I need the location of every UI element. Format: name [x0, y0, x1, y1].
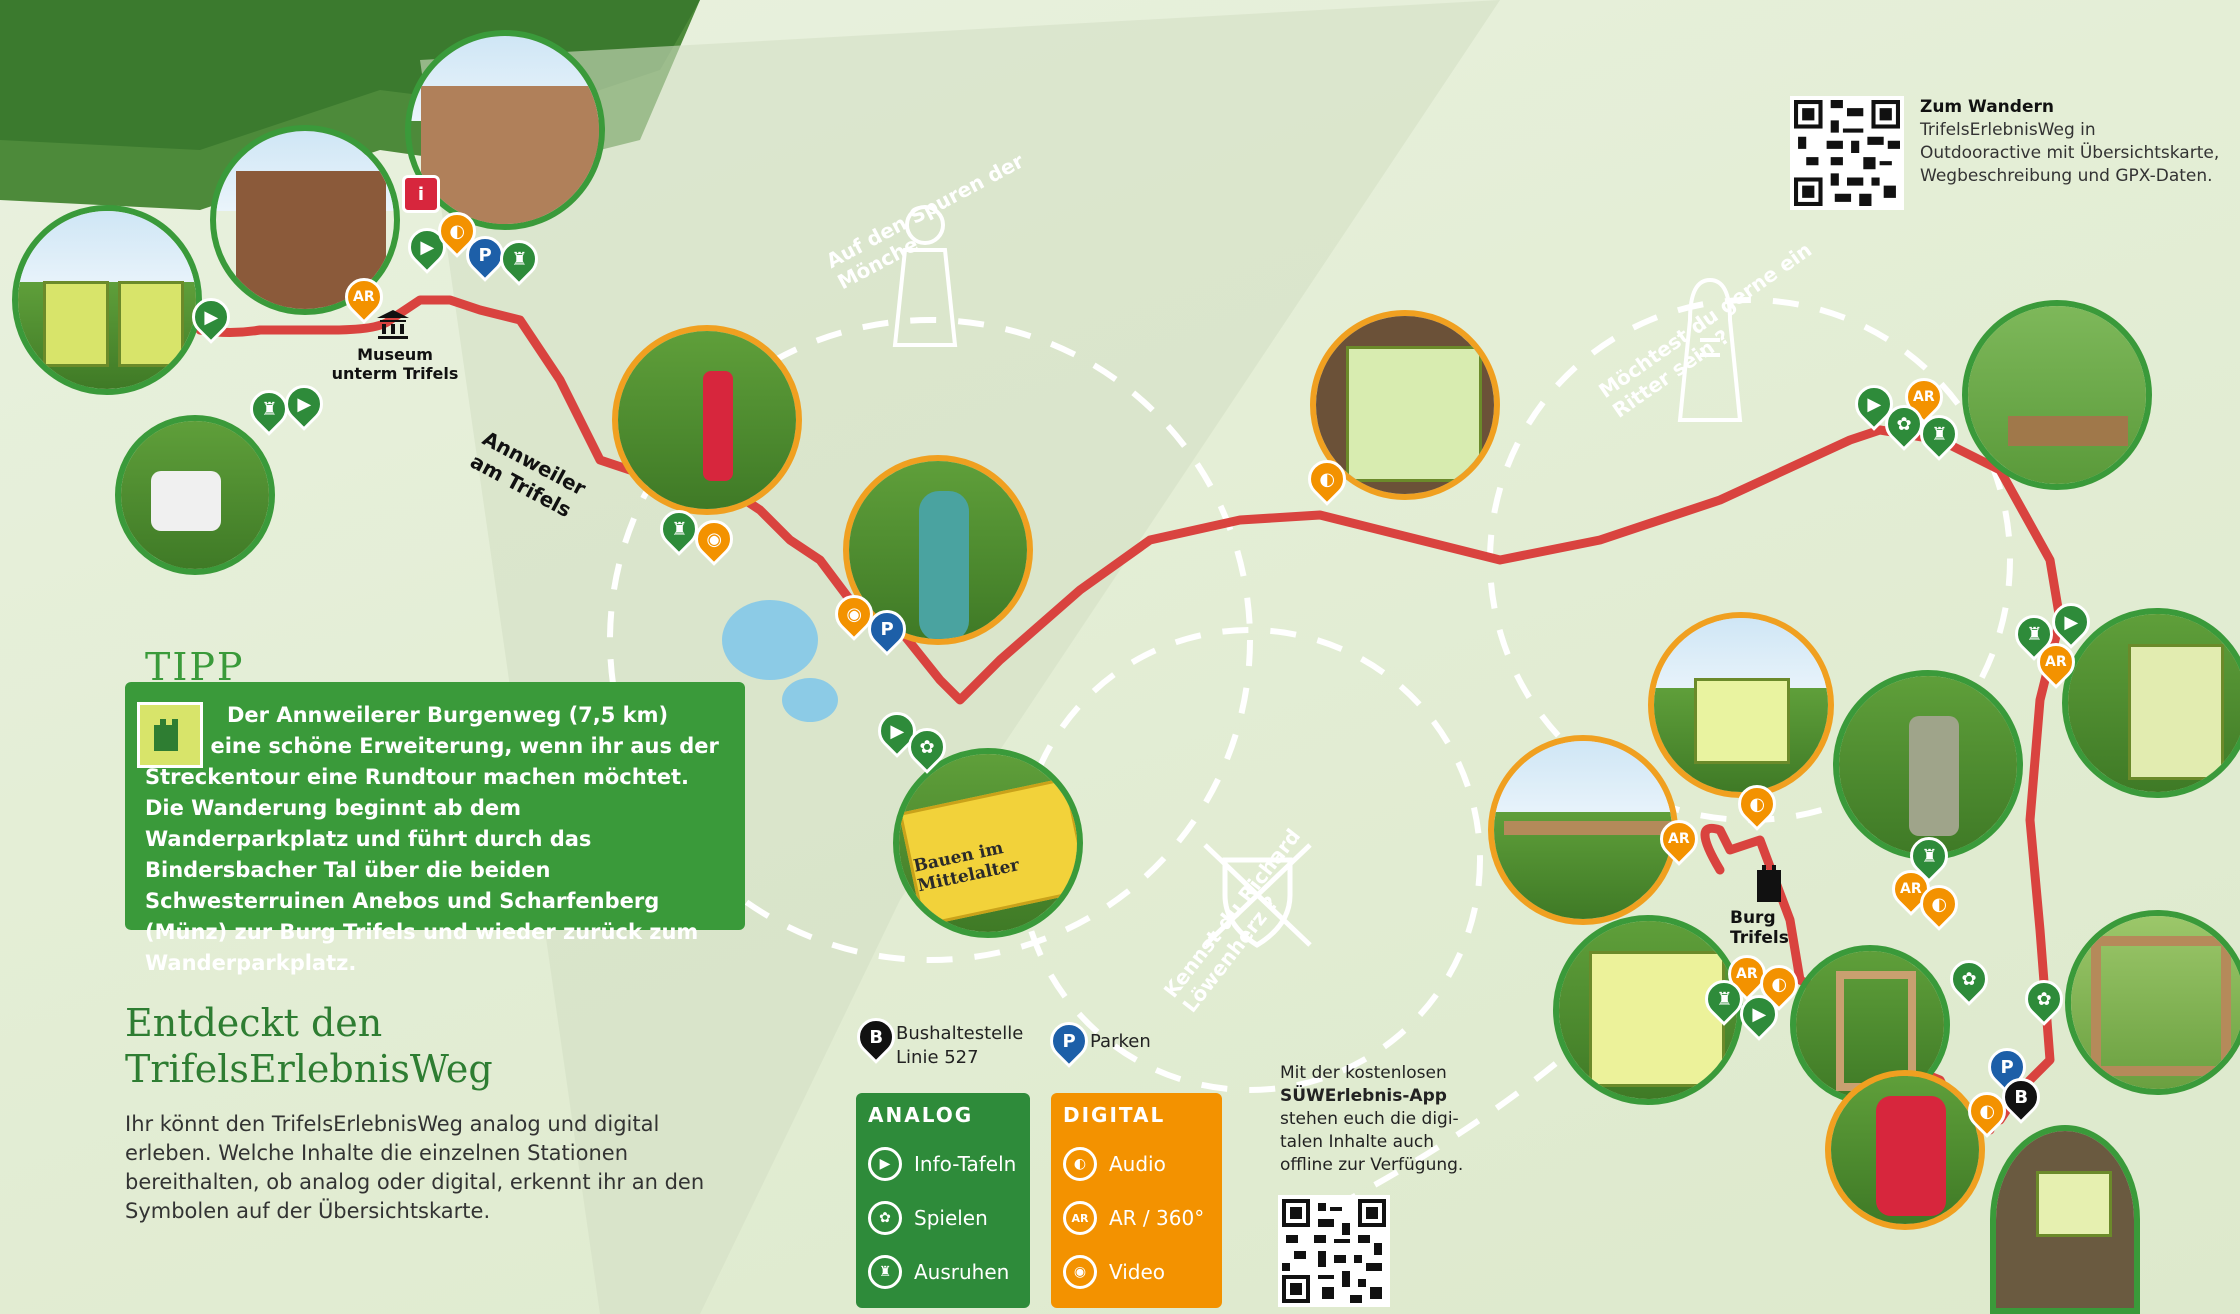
- legend-audio: ◐Audio: [1063, 1137, 1210, 1191]
- photo-forest-figure: [612, 325, 802, 515]
- bus-legend: Bushaltestelle Linie 527: [896, 1022, 1023, 1070]
- photo-knight-figure: [1833, 670, 2023, 860]
- intro-heading-line1: Entdeckt den: [125, 1001, 383, 1045]
- legend-play: ✿Spielen: [868, 1191, 1018, 1245]
- app-qr-code[interactable]: [1278, 1195, 1390, 1307]
- app-note-line4: talen Inhalte auch: [1280, 1132, 1434, 1152]
- outdooractive-qr-code[interactable]: [1790, 96, 1904, 210]
- ar-icon: AR: [1063, 1201, 1097, 1235]
- hiking-note: Zum Wandern TrifelsErlebnisWeg in Outdoo…: [1920, 96, 2220, 188]
- photo-tree-sign: [1990, 1125, 2140, 1314]
- legend-info-boards: ▶Info-Tafeln: [868, 1137, 1018, 1191]
- castle-logo-icon: [137, 702, 203, 768]
- hiking-title: Zum Wandern: [1920, 97, 2054, 117]
- play-icon: ✿: [868, 1201, 902, 1235]
- legend-analog: ANALOG ▶Info-Tafeln ✿Spielen ♜Ausruhen: [856, 1093, 1030, 1308]
- rest-bench-icon: ♜: [868, 1255, 902, 1289]
- bus-legend-label: Bushaltestelle: [896, 1023, 1024, 1044]
- monk-icon: [892, 205, 958, 347]
- tipp-text: Der Annweilerer Burgenweg (7,5 km) wäre …: [145, 703, 719, 975]
- tipp-box: Der Annweilerer Burgenweg (7,5 km) wäre …: [125, 682, 745, 975]
- museum-icon: [375, 308, 411, 340]
- hiking-text: TrifelsErlebnisWeg in Outdooractive mit …: [1920, 120, 2220, 186]
- app-note-line1: Mit der kostenlosen: [1280, 1063, 1447, 1083]
- photo-qr-sign: [1310, 310, 1500, 500]
- legend-digital-title: DIGITAL: [1063, 1103, 1166, 1127]
- app-note-line5: offline zur Verfügung.: [1280, 1155, 1464, 1175]
- photo-info-sign-bauen: Bauen im Mittelalter: [893, 748, 1083, 938]
- theme-circle-monks: [607, 317, 1253, 963]
- photo-kids-playground: [2065, 910, 2240, 1095]
- castle-tower-icon: [1754, 862, 1784, 906]
- legend-analog-title: ANALOG: [868, 1103, 974, 1127]
- legend-rest: ♜Ausruhen: [868, 1245, 1018, 1299]
- app-note: Mit der kostenlosen SÜWErlebnis-App steh…: [1280, 1062, 1463, 1177]
- intro-heading: Entdeckt den TrifelsErlebnisWeg: [125, 1000, 493, 1092]
- pond: [722, 600, 818, 680]
- castle-label: Burg Trifels: [1730, 908, 1789, 948]
- audio-icon: ◐: [1063, 1147, 1097, 1181]
- photo-family-picnic: [1962, 300, 2152, 490]
- app-name: SÜWErlebnis-App: [1280, 1086, 1447, 1106]
- legend-video: ◉Video: [1063, 1245, 1210, 1299]
- knight-helmet-icon: [1677, 277, 1743, 422]
- shield-swords-icon: [1203, 843, 1312, 948]
- parking-legend-label: Parken: [1090, 1031, 1151, 1052]
- photo-horse-figure: [115, 415, 275, 575]
- info-pin[interactable]: i: [402, 175, 440, 213]
- photo-wooden-railing: [1488, 735, 1678, 925]
- tipp-title: TIPP: [145, 645, 245, 689]
- app-note-line3: stehen euch die digi-: [1280, 1109, 1459, 1129]
- bus-legend-line: Linie 527: [896, 1047, 979, 1068]
- info-board-icon: ▶: [868, 1147, 902, 1181]
- intro-text: Ihr könnt den TrifelsErlebnisWeg analog …: [125, 1112, 705, 1223]
- photo-queen-figure: [843, 455, 1033, 645]
- photo-station-start: [12, 205, 202, 395]
- intro-heading-line2: TrifelsErlebnisWeg: [125, 1047, 493, 1091]
- photo-museum: [405, 30, 605, 230]
- museum-label: Museum unterm Trifels: [331, 345, 459, 383]
- photo-forest-board: [2062, 608, 2240, 798]
- photo-viewpoint-board: [1648, 612, 1834, 798]
- video-icon: ◉: [1063, 1255, 1097, 1289]
- photo-king-figure: [1825, 1070, 1985, 1230]
